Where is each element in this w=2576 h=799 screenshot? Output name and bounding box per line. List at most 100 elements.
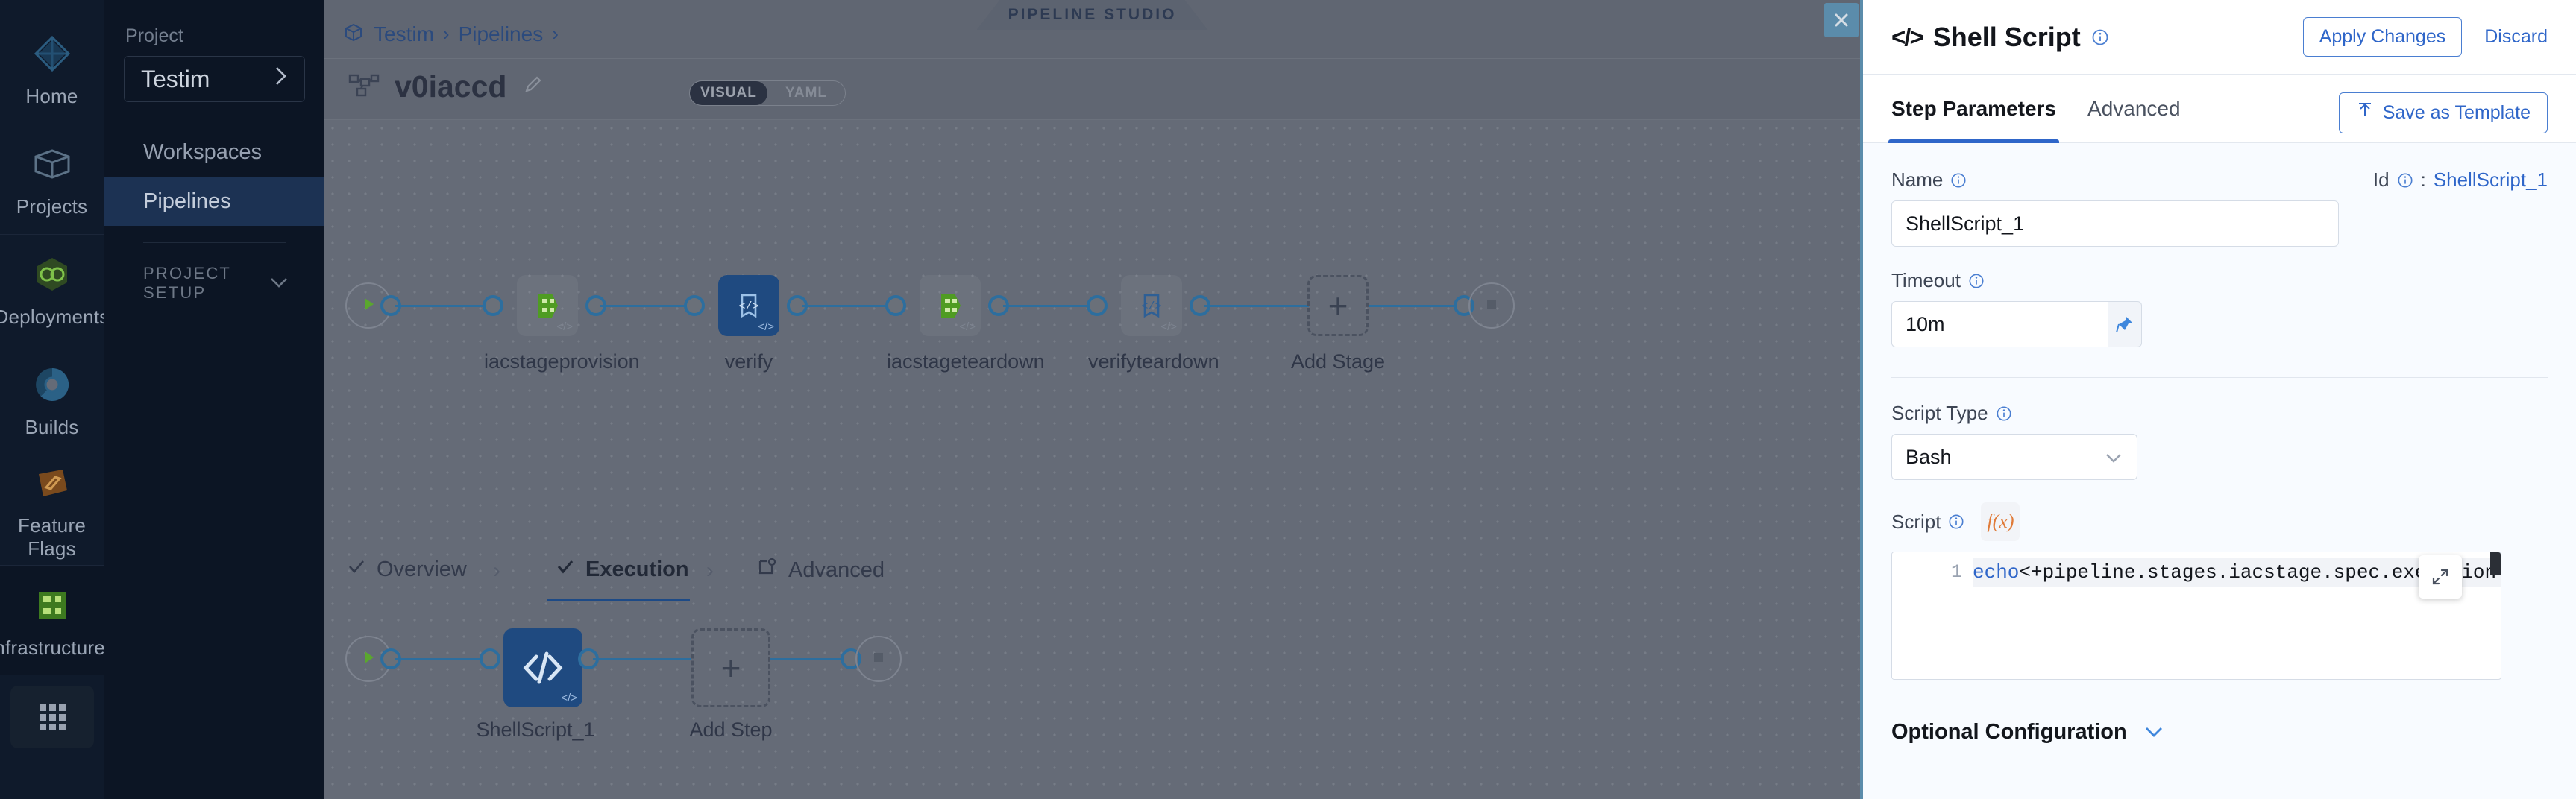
tab-separator-icon: ›: [493, 558, 500, 583]
panel-title-text: Shell Script: [1932, 21, 2081, 52]
pipeline-canvas[interactable]: </> iacstageprovision </> </> verify: [324, 120, 1860, 799]
code-tag-icon: </>: [561, 692, 577, 704]
project-selector[interactable]: Testim: [124, 56, 305, 102]
script-type-select[interactable]: Bash: [1891, 434, 2137, 480]
check-icon: [556, 557, 575, 582]
view-mode-visual[interactable]: VISUAL: [690, 81, 767, 105]
pencil-icon[interactable]: [521, 74, 544, 100]
name-input[interactable]: ShellScript_1: [1891, 200, 2339, 247]
apply-changes-button[interactable]: Apply Changes: [2302, 17, 2463, 57]
tab-label: Execution: [585, 557, 689, 581]
stage-node-verifyteardown[interactable]: </> </>: [1121, 275, 1182, 336]
optional-configuration-toggle[interactable]: Optional Configuration: [1891, 720, 2548, 745]
check-icon: [347, 557, 366, 582]
timeout-field-group: Timeout 10m: [1891, 269, 2548, 347]
active-tab-indicator: [547, 599, 690, 601]
step-node-shellscript-1[interactable]: </>: [503, 628, 582, 707]
add-step-button[interactable]: +: [691, 628, 770, 707]
sidebar-item-pipelines[interactable]: Pipelines: [104, 177, 324, 226]
script-label-wrap: Script: [1891, 511, 1964, 534]
page-title: v0iaccd: [395, 69, 507, 104]
tab-execution[interactable]: Execution: [556, 557, 689, 582]
script-editor[interactable]: 1 echo <+pipeline.stages.iacstage.spec.e…: [1891, 552, 2501, 680]
flag-icon: [28, 459, 76, 507]
editor-gutter: 1: [1892, 552, 1973, 679]
script-type-value: Bash: [1906, 445, 1952, 468]
sidebar-item-workspaces[interactable]: Workspaces: [104, 127, 324, 177]
stage-node-iacstageprovision[interactable]: </>: [517, 275, 578, 336]
view-mode-toggle[interactable]: VISUAL YAML: [689, 80, 846, 106]
panel-body: Name ShellScript_1 Id : She: [1863, 143, 2576, 745]
chevron-right-icon: [273, 65, 289, 93]
chevron-down-icon: [2104, 446, 2123, 469]
project-heading: Project: [125, 25, 183, 46]
view-mode-yaml[interactable]: YAML: [785, 85, 828, 101]
rail-item-infrastructures[interactable]: Infrastructures: [0, 565, 115, 675]
rail-item-projects[interactable]: Projects: [0, 124, 104, 234]
line-number: 1: [1950, 561, 1962, 583]
pipeline-nodes-icon: [347, 69, 380, 105]
module-rail: Home Projects Deployments: [0, 0, 115, 799]
rail-item-label: Infrastructures: [0, 637, 116, 659]
rail-item-home[interactable]: Home: [0, 13, 104, 124]
breadcrumb-link-testim[interactable]: Testim: [374, 22, 434, 45]
info-icon[interactable]: [1996, 405, 2012, 422]
info-icon[interactable]: [1948, 514, 1964, 530]
stage-node-verify[interactable]: </> </>: [718, 275, 779, 336]
optional-configuration-label: Optional Configuration: [1891, 720, 2127, 744]
id-value[interactable]: ShellScript_1: [2433, 168, 2548, 191]
rail-item-builds[interactable]: Builds: [0, 344, 104, 455]
breadcrumb-link-pipelines[interactable]: Pipelines: [458, 22, 544, 45]
editor-scrollbar[interactable]: [2490, 552, 2501, 575]
stage-row: </> iacstageprovision </> </> verify: [324, 269, 1860, 463]
advanced-gear-icon: [757, 557, 778, 584]
home-diamond-icon: [28, 30, 76, 78]
wire-stage4-to-addstage: [1204, 305, 1309, 307]
stage2-in-port[interactable]: [684, 295, 705, 316]
wire-stage1-to-stage2: [600, 305, 690, 307]
timeout-input[interactable]: 10m: [1891, 301, 2108, 347]
project-setup-group[interactable]: PROJECT SETUP: [104, 264, 324, 302]
save-as-template-button[interactable]: Save as Template: [2338, 92, 2548, 133]
pin-icon[interactable]: [2108, 301, 2142, 347]
pipeline-header: v0iaccd: [347, 69, 544, 105]
svg-text:</>: </>: [738, 300, 758, 313]
editor-h-scrollbar[interactable]: [1892, 676, 2501, 679]
tab-step-parameters[interactable]: Step Parameters: [1888, 75, 2060, 143]
step1-in-port[interactable]: [480, 648, 500, 669]
add-stage-button[interactable]: +: [1307, 275, 1369, 336]
tab-overview[interactable]: Overview: [347, 557, 467, 582]
tab-advanced[interactable]: Advanced: [757, 557, 885, 584]
info-icon[interactable]: [1950, 172, 1967, 189]
info-icon[interactable]: [1968, 273, 1985, 289]
expand-icon[interactable]: [2419, 555, 2462, 599]
stage4-in-port[interactable]: [1087, 295, 1108, 316]
tab-panel-advanced[interactable]: Advanced: [2087, 96, 2181, 120]
fx-label: f(x): [1987, 511, 2014, 532]
script-type-label: Script Type: [1891, 402, 1988, 424]
rail-item-label: Home: [25, 84, 78, 107]
apps-grid-icon[interactable]: [10, 686, 94, 748]
rail-item-feature-flags[interactable]: Feature Flags: [0, 455, 104, 565]
close-icon: [1832, 10, 1851, 30]
pipeline-end-node[interactable]: [1468, 282, 1515, 329]
close-panel-button[interactable]: [1824, 3, 1859, 37]
stage1-in-port[interactable]: [483, 295, 503, 316]
breadcrumb-separator: ›: [552, 22, 559, 45]
tab-label: Overview: [377, 557, 467, 581]
id-separator: :: [2420, 168, 2426, 191]
canvas-divider: [324, 119, 1860, 120]
stage-node-iacstageteardown[interactable]: </>: [920, 275, 981, 336]
rail-item-deployments[interactable]: Deployments: [0, 234, 109, 344]
function-icon[interactable]: f(x): [1981, 502, 2020, 541]
name-label: Name: [1891, 168, 1944, 191]
info-icon[interactable]: [2397, 172, 2413, 189]
step-end-node[interactable]: [855, 636, 902, 682]
discard-button[interactable]: Discard: [2484, 26, 2548, 47]
stage3-in-port[interactable]: [885, 295, 906, 316]
info-icon[interactable]: [2091, 28, 2109, 46]
stop-icon: [870, 648, 888, 670]
timeout-control: 10m: [1891, 301, 2548, 347]
stage-detail-tabs: Overview › Execution › Advanced: [324, 545, 1860, 601]
